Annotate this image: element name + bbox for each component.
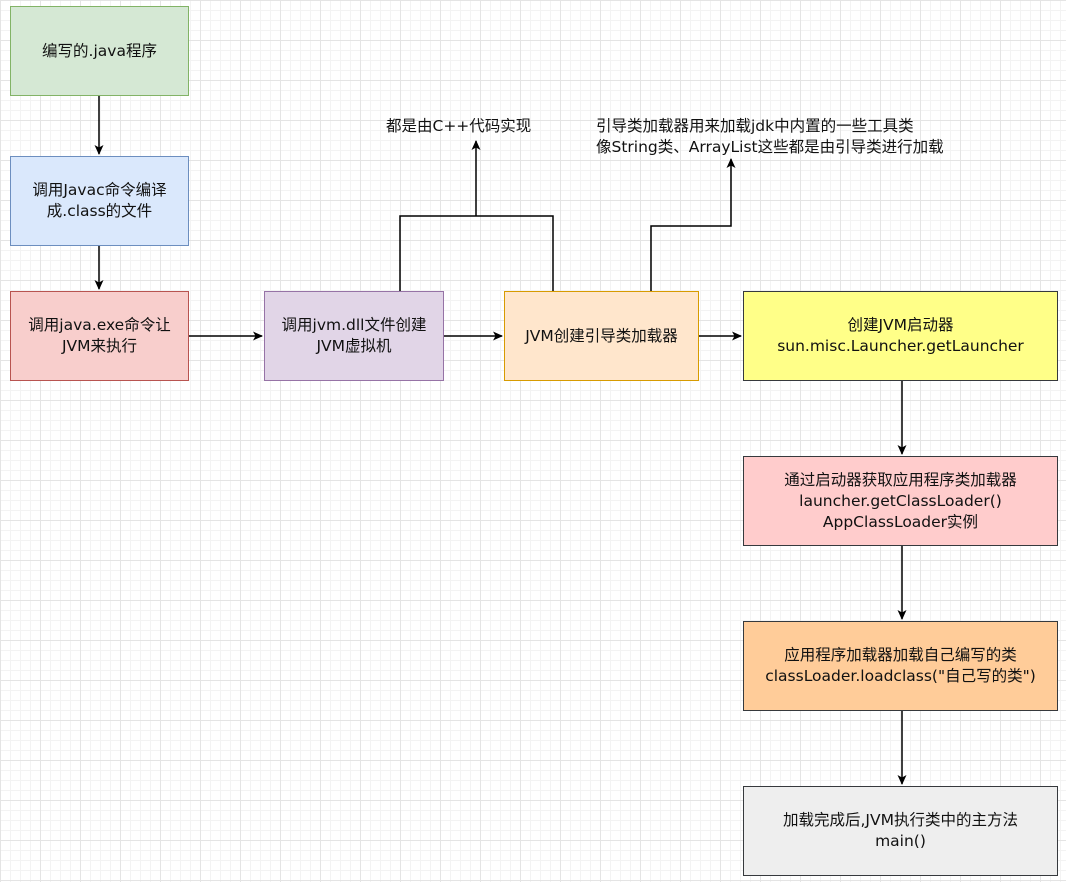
node-write-java[interactable]: 编写的.java程序 bbox=[10, 6, 189, 96]
node-launcher-line2: sun.misc.Launcher.getLauncher bbox=[777, 337, 1024, 355]
node-jvm-dll-line2: JVM虚拟机 bbox=[316, 337, 392, 355]
note-cpp-label: 都是由C++代码实现 bbox=[386, 117, 532, 135]
node-javac-line2: 成.class的文件 bbox=[46, 202, 153, 220]
node-main-line2: main() bbox=[875, 832, 926, 850]
node-bootstrap-label: JVM创建引导类加载器 bbox=[525, 326, 678, 345]
node-java-exe-line1: 调用java.exe命令让 bbox=[28, 316, 171, 334]
node-launcher-line1: 创建JVM启动器 bbox=[847, 316, 954, 334]
node-java-exe[interactable]: 调用java.exe命令让 JVM来执行 bbox=[10, 291, 189, 381]
note-cpp-impl: 都是由C++代码实现 bbox=[386, 116, 531, 137]
node-write-java-label: 编写的.java程序 bbox=[42, 41, 157, 60]
node-app-loader-line1: 通过启动器获取应用程序类加载器 bbox=[784, 470, 1017, 489]
bracket-cpp-note bbox=[399, 215, 554, 291]
node-main-line1: 加载完成后,JVM执行类中的主方法 bbox=[783, 811, 1018, 829]
note-bootstrap-line1: 引导类加载器用来加载jdk中内置的一些工具类 bbox=[596, 117, 914, 135]
node-app-loader-line2: launcher.getClassLoader() bbox=[799, 491, 1002, 510]
arrow-to-bootstrap-note bbox=[650, 158, 736, 291]
node-load-class[interactable]: 应用程序加载器加载自己编写的类 classLoader.loadclass("自… bbox=[743, 621, 1058, 711]
node-load-class-line1: 应用程序加载器加载自己编写的类 bbox=[784, 646, 1017, 664]
node-java-exe-line2: JVM来执行 bbox=[61, 337, 138, 355]
node-bootstrap-loader[interactable]: JVM创建引导类加载器 bbox=[504, 291, 699, 381]
note-bootstrap-desc: 引导类加载器用来加载jdk中内置的一些工具类 像String类、ArrayLis… bbox=[596, 116, 944, 158]
node-run-main[interactable]: 加载完成后,JVM执行类中的主方法 main() bbox=[743, 786, 1058, 876]
node-jvm-dll[interactable]: 调用jvm.dll文件创建 JVM虚拟机 bbox=[264, 291, 444, 381]
node-jvm-dll-line1: 调用jvm.dll文件创建 bbox=[281, 316, 427, 334]
node-app-loader-line3: AppClassLoader实例 bbox=[822, 512, 979, 531]
note-bootstrap-line2: 像String类、ArrayList这些都是由引导类进行加载 bbox=[596, 138, 944, 156]
node-javac-line1: 调用Javac命令编译 bbox=[32, 181, 167, 199]
node-load-class-line2: classLoader.loadclass("自己写的类") bbox=[765, 667, 1036, 685]
node-javac-compile[interactable]: 调用Javac命令编译 成.class的文件 bbox=[10, 156, 189, 246]
node-app-classloader[interactable]: 通过启动器获取应用程序类加载器 launcher.getClassLoader(… bbox=[743, 456, 1058, 546]
node-jvm-launcher[interactable]: 创建JVM启动器 sun.misc.Launcher.getLauncher bbox=[743, 291, 1058, 381]
